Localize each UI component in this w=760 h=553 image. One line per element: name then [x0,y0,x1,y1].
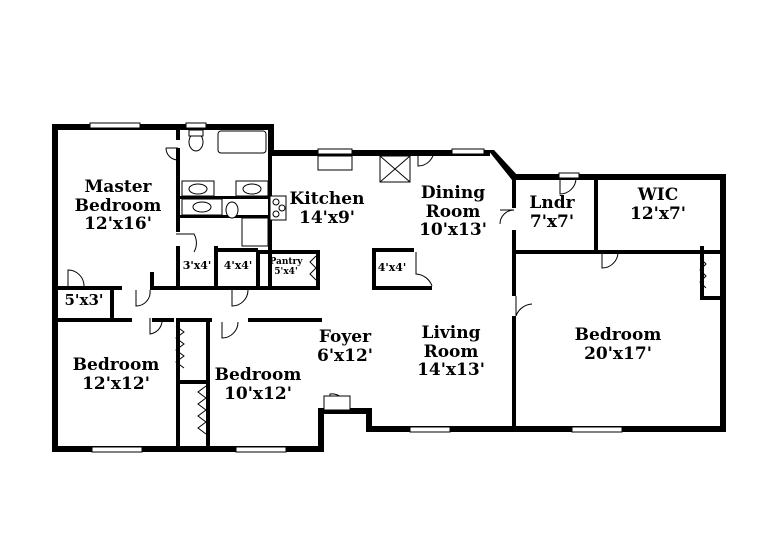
closet-4x4-a-size: 4'x4' [223,259,253,272]
closet-4x4-b-label: 4'x4' [374,261,410,274]
bedroom-left-label: Bedroom 12'x12' [68,356,164,393]
living-room-size: 14'x13' [417,360,485,381]
pantry-label: Pantry 5'x4' [262,257,310,278]
master-bedroom-name: Master Bedroom [74,177,162,216]
bedroom-mid-name: Bedroom [214,365,302,385]
bedroom-large-size: 20'x17' [584,343,652,364]
closet-5x3-size: 5'x3' [64,291,104,309]
living-room-label: Living Room 14'x13' [406,324,496,380]
bedroom-mid-size: 10'x12' [224,383,292,404]
laundry-name: Lndr [529,193,575,213]
living-room-name: Living Room [421,323,481,362]
dining-room-size: 10'x13' [419,220,487,241]
master-bedroom-label: Master Bedroom 12'x16' [68,178,168,234]
bedroom-left-size: 12'x12' [82,373,150,394]
pantry-name: Pantry [269,257,303,267]
bedroom-left-name: Bedroom [72,355,160,375]
kitchen-label: Kitchen 14'x9' [282,190,372,227]
bedroom-large-label: Bedroom 20'x17' [570,326,666,363]
dining-room-label: Dining Room 10'x13' [408,184,498,240]
bath-fixtures [181,129,269,247]
foyer-name: Foyer [318,327,372,347]
closet-4x4-a-label: 4'x4' [220,259,256,272]
wic-label: WIC 12'x7' [618,186,698,223]
closet-4x4-b-size: 4'x4' [377,261,407,274]
laundry-label: Lndr 7'x7' [522,194,582,231]
bedroom-mid-label: Bedroom 10'x12' [210,366,306,403]
laundry-size: 7'x7' [529,211,575,232]
door-swings [67,147,619,411]
wic-size: 12'x7' [629,203,687,224]
closet-3x4-label: 3'x4' [180,259,214,272]
pantry-size: 5'x4' [274,266,298,277]
dining-room-name: Dining Room [420,183,486,222]
closet-doors [175,255,707,435]
kitchen-name: Kitchen [289,189,365,209]
kitchen-size: 14'x9' [298,207,356,228]
kitchen-fixtures [269,155,411,221]
interior-walls [52,126,726,446]
foyer-label: Foyer 6'x12' [312,328,378,365]
windows [89,122,623,453]
master-bedroom-size: 12'x16' [84,214,152,235]
closet-5x3-label: 5'x3' [58,292,110,309]
bedroom-large-name: Bedroom [574,325,662,345]
wic-name: WIC [637,185,679,205]
foyer-size: 6'x12' [316,345,374,366]
closet-3x4-size: 3'x4' [182,259,212,272]
